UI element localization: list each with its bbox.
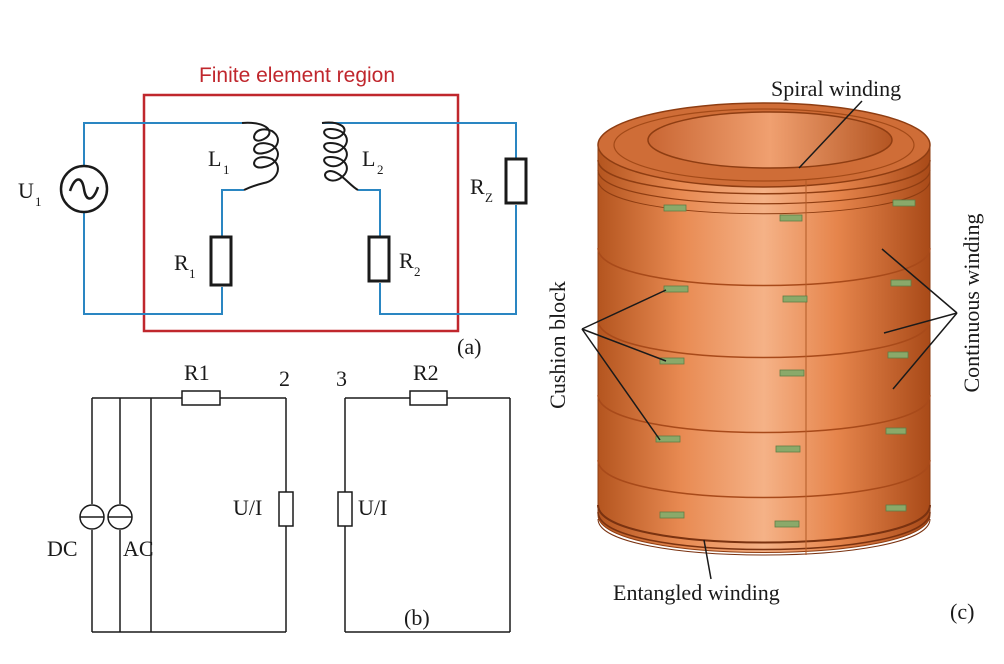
l1-label: L bbox=[208, 146, 221, 171]
leader-lines bbox=[581, 100, 958, 580]
secondary-wiring bbox=[322, 122, 517, 315]
r2-label-sub: 2 bbox=[414, 264, 421, 279]
b-ac-label: AC bbox=[123, 536, 154, 561]
panel-a: Finite element region U 1 L 1 L 2 bbox=[18, 64, 528, 359]
resistor-r1 bbox=[209, 235, 233, 287]
ui-element-right bbox=[337, 491, 353, 527]
entangled-winding-label: Entangled winding bbox=[613, 580, 780, 605]
resistor-rz bbox=[504, 157, 528, 205]
panel-b-caption: (b) bbox=[404, 605, 430, 630]
l1-label-sub: 1 bbox=[223, 162, 230, 177]
panel-a-caption: (a) bbox=[457, 334, 481, 359]
finite-element-region-box bbox=[142, 93, 460, 333]
rz-label-sub: Z bbox=[485, 190, 493, 205]
b-r2-label: R2 bbox=[413, 360, 439, 385]
b-ui-left-label: U/I bbox=[233, 495, 262, 520]
l2-label-sub: 2 bbox=[377, 162, 384, 177]
winding-cylinder-body bbox=[597, 144, 931, 553]
dc-source bbox=[79, 504, 105, 530]
resistor-b-r2 bbox=[409, 390, 448, 406]
b-node-2-label: 2 bbox=[279, 366, 290, 391]
b-dc-label: DC bbox=[47, 536, 78, 561]
ac-source bbox=[59, 164, 109, 214]
winding-inner-bore bbox=[647, 111, 893, 169]
rz-label: R bbox=[470, 174, 485, 199]
source-label: U bbox=[18, 178, 34, 203]
panel-c-caption: (c) bbox=[950, 599, 974, 624]
b-node-3-label: 3 bbox=[336, 366, 347, 391]
ui-element-left bbox=[278, 491, 294, 527]
spiral-winding-label: Spiral winding bbox=[771, 76, 901, 101]
resistor-r2 bbox=[367, 235, 391, 283]
panel-b bbox=[91, 397, 511, 633]
cushion-blocks bbox=[655, 199, 916, 528]
l2-label: L bbox=[362, 146, 375, 171]
cushion-block-label: Cushion block bbox=[545, 281, 570, 409]
r1-label: R bbox=[174, 250, 189, 275]
primary-wiring bbox=[83, 122, 244, 315]
source-label-sub: 1 bbox=[35, 194, 42, 209]
inductor-l2 bbox=[321, 121, 359, 191]
b-ui-right-label: U/I bbox=[358, 495, 387, 520]
panel-c: Spiral winding Continuous winding Cushio… bbox=[545, 76, 984, 624]
r2-label: R bbox=[399, 248, 414, 273]
r1-label-sub: 1 bbox=[189, 266, 196, 281]
continuous-winding-label: Continuous winding bbox=[959, 213, 984, 392]
ac-source-b bbox=[107, 504, 133, 530]
resistor-b-r1 bbox=[181, 390, 221, 406]
b-r1-label: R1 bbox=[184, 360, 210, 385]
finite-element-region-title: Finite element region bbox=[199, 64, 395, 87]
inductor-l1 bbox=[241, 121, 279, 191]
